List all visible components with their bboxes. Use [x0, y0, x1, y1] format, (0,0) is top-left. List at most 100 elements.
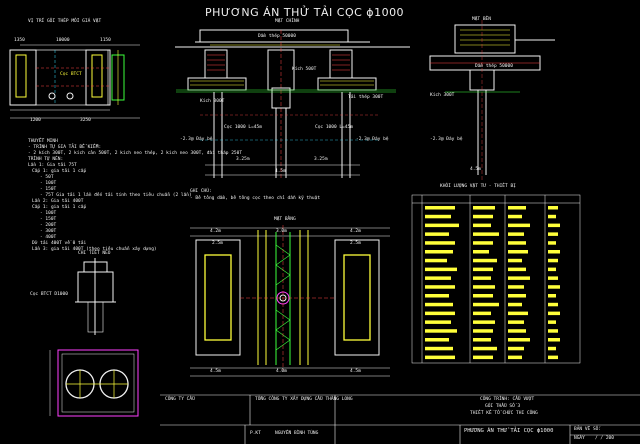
table-cell-mark	[548, 355, 558, 360]
tb-date-label: NGÀY	[574, 436, 585, 441]
dim-42-top: 4.2m	[210, 229, 221, 234]
tb-drawn-label: P.KT	[250, 431, 261, 436]
note-line-6: - 50T	[40, 175, 54, 180]
table-cell-mark	[508, 276, 530, 280]
table-cell-mark	[425, 346, 453, 351]
tb-drawing-name: PHƯƠNG ÁN THỬ TẢI CỌC ϕ1000	[464, 428, 554, 434]
table-cell-mark	[473, 320, 495, 324]
note-line-13: - 150T	[40, 217, 57, 222]
table-cell-mark	[425, 320, 451, 324]
table-cell-mark	[548, 329, 558, 333]
dim-10000: 10000	[56, 38, 70, 43]
table-cell-mark	[548, 250, 560, 254]
table-cell-mark	[425, 338, 449, 342]
table-cell-mark	[508, 267, 526, 272]
dim-25-left: 2.5m	[212, 241, 223, 246]
dim-1350: 1350	[14, 38, 25, 43]
table-cell-mark	[508, 206, 526, 210]
table-cell-mark	[473, 346, 497, 351]
note-line-9: - 75T Gia tải 1 lần đến tải tính theo ti…	[40, 193, 192, 198]
tb-sheet-label: BẢN VẼ SỐ:	[574, 427, 602, 432]
dim-40-bottom: 4.0m	[276, 369, 287, 374]
table-cell-mark	[508, 320, 524, 324]
table-cell-mark	[473, 250, 489, 254]
table-cell-mark	[508, 346, 524, 351]
note-line-8: - 150T	[40, 187, 57, 192]
front-section-title: MẶT CHÍNH	[275, 19, 300, 24]
table-cell-mark	[508, 338, 530, 342]
dim-325-b: 3.25m	[314, 157, 328, 162]
table-cell-mark	[548, 338, 560, 342]
table-cell-mark	[473, 276, 491, 280]
table-cell-mark	[473, 214, 493, 219]
table-cell-mark	[425, 302, 453, 307]
table-cell-mark	[548, 320, 556, 324]
elev-left: -2.3@ Đáy bệ	[180, 137, 213, 142]
side-beam-label: Dầm thép 50000	[475, 64, 513, 69]
table-cell-mark	[548, 241, 556, 245]
center-notes-heading: GHI CHÚ:	[190, 189, 212, 194]
center-note: - Bê tông dầm, bê tông cọc theo chỉ dẫn …	[190, 196, 321, 201]
table-cell-mark	[548, 267, 556, 272]
dim-42-top-b: 4.2m	[350, 229, 361, 234]
materials-table-rows	[425, 206, 560, 360]
table-cell-mark	[425, 355, 455, 360]
tb-date-value: / / 200	[595, 436, 614, 441]
note-line-11: Cấp 1: gia tải 1 cấp	[32, 205, 87, 210]
table-cell-mark	[508, 214, 522, 219]
kich-300-label: Kích 300T	[200, 99, 225, 104]
table-cell-mark	[548, 302, 558, 307]
table-cell-mark	[548, 232, 558, 236]
table-cell-mark	[425, 311, 455, 316]
dim-25-right: 2.5m	[350, 241, 361, 246]
dim-45-side: 4.5m	[470, 167, 481, 172]
table-cell-mark	[473, 294, 493, 298]
dim-45-bottom-b: 4.5m	[350, 369, 361, 374]
table-cell-mark	[425, 206, 455, 210]
company-left: TỔNG CÔNG TY XÂY DỰNG CẦU THĂNG LONG	[255, 397, 353, 402]
pile-cap-label: Cọc BTCT	[60, 72, 82, 77]
table-cell-mark	[548, 214, 556, 219]
table-cell-mark	[473, 338, 491, 342]
table-cell-mark	[508, 302, 522, 307]
table-cell-mark	[425, 223, 459, 228]
pile-plan	[49, 349, 139, 417]
table-cell-mark	[473, 311, 491, 316]
plan-left-title: VỊ TRÍ GỐI THÉP MỐI GIÁ VẬT	[28, 19, 102, 24]
materials-table-grid	[411, 194, 581, 364]
table-cell-mark	[425, 267, 457, 272]
dim-1200: 1200	[30, 118, 41, 123]
table-cell-mark	[473, 355, 493, 360]
table-cell-mark	[548, 346, 556, 351]
side-section-title: MẶT BÊN	[472, 17, 491, 22]
table-cell-mark	[425, 329, 457, 333]
note-line-17: Dỡ tải 400T về 0 tải	[32, 241, 87, 246]
depth-left: Cọc 1000 L=45m	[224, 125, 262, 130]
note-line-1: - TRÌNH TỰ GIA TẢI ĐỂ KIỂM:	[28, 145, 102, 150]
table-cell-mark	[473, 267, 493, 272]
materials-table-title: KHỐI LƯỢNG VẬT TƯ - THIẾT BỊ	[440, 184, 516, 189]
table-cell-mark	[425, 250, 453, 254]
table-cell-mark	[473, 206, 495, 210]
table-cell-mark	[473, 241, 493, 245]
depth-right: Cọc 1000 L=45m	[315, 125, 353, 130]
note-line-18: Lần 3: gia tải 400T (theo tiêu chuẩn xây…	[32, 247, 157, 252]
side-kich-label: Kích 300T	[430, 93, 455, 98]
table-cell-mark	[548, 258, 558, 263]
table-cell-mark	[473, 329, 493, 333]
note-line-12: - 100T	[40, 211, 57, 216]
table-cell-mark	[425, 232, 449, 236]
dim-45-bottom: 4.5m	[210, 369, 221, 374]
table-cell-mark	[508, 223, 530, 228]
table-cell-mark	[508, 311, 528, 316]
note-line-16: - 400T	[40, 235, 57, 240]
note-line-7: - 100T	[40, 181, 57, 186]
center-plan	[190, 225, 390, 377]
dim-1150: 1150	[100, 38, 111, 43]
table-cell-mark	[473, 258, 497, 263]
table-cell-mark	[473, 285, 495, 289]
front-section	[175, 29, 410, 180]
plan-center-title: MẶT BẰNG	[274, 217, 296, 222]
anchor-detail-title: CHI TIẾT NEO	[78, 251, 111, 256]
